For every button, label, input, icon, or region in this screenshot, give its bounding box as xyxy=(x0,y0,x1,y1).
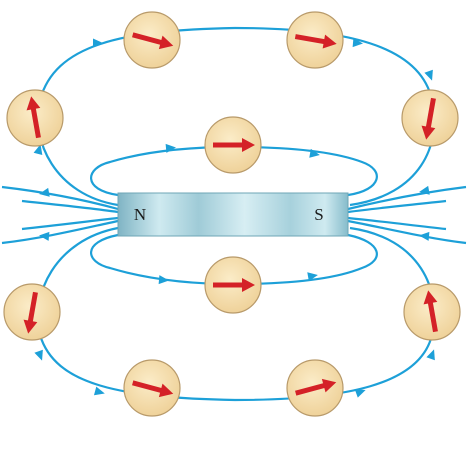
compass-needle-arrow xyxy=(23,291,38,334)
field-direction-arrow xyxy=(39,231,50,241)
compass-needle-arrow xyxy=(423,290,438,333)
field-direction-arrow xyxy=(419,185,430,195)
compass-needle-arrow xyxy=(132,380,174,398)
field-direction-arrow xyxy=(419,231,430,241)
compass-needle-arrow xyxy=(295,378,337,396)
field-direction-arrow xyxy=(33,144,43,156)
field-line-left-1 xyxy=(1,185,119,211)
compass-above-magnet xyxy=(204,116,262,174)
field-direction-arrow xyxy=(309,148,320,158)
field-direction-arrow xyxy=(34,349,43,361)
compass-bottom-right-side xyxy=(403,283,461,341)
south-pole-label: S xyxy=(314,205,323,224)
field-line-outer-bottom xyxy=(36,226,436,402)
compass-needle-arrow xyxy=(132,32,174,50)
compass-needle-arrow xyxy=(421,97,436,140)
field-direction-arrow xyxy=(426,349,435,361)
bar-magnet: N S xyxy=(117,192,349,237)
field-arrows xyxy=(33,38,435,398)
compass-needle-arrow xyxy=(213,138,255,152)
field-line-right-3 xyxy=(347,216,447,231)
compass-bottom-right-lower xyxy=(286,359,344,417)
field-line-right-2 xyxy=(347,199,447,214)
compass-needle-arrow xyxy=(213,278,255,292)
field-direction-arrow xyxy=(307,272,318,282)
field-line-outer-top xyxy=(36,26,436,207)
compass-needle-arrow xyxy=(26,96,41,139)
magnet-body xyxy=(117,192,349,237)
field-line-right-1 xyxy=(347,185,467,211)
field-line-left-2 xyxy=(21,199,119,214)
field-direction-arrow xyxy=(93,38,103,48)
field-direction-arrow xyxy=(165,143,176,153)
field-direction-arrow xyxy=(39,187,50,197)
field-direction-arrow xyxy=(352,38,363,48)
compass-bottom-left-side xyxy=(3,283,61,341)
compass-top-left-upper xyxy=(123,11,181,69)
field-direction-arrow xyxy=(354,389,366,398)
compass-top-right-upper xyxy=(286,11,344,69)
field-direction-arrow xyxy=(158,275,169,285)
compasses xyxy=(3,11,461,417)
field-direction-arrow xyxy=(93,386,105,396)
field-line-left-4 xyxy=(1,219,119,245)
field-direction-arrow xyxy=(424,69,433,81)
compass-top-right-side xyxy=(401,89,459,147)
north-pole-label: N xyxy=(134,205,146,224)
field-line-right-4 xyxy=(347,219,467,245)
compass-needle-arrow xyxy=(294,34,337,49)
field-line-left-3 xyxy=(21,216,119,231)
compass-top-left-side xyxy=(6,89,64,147)
compass-below-magnet xyxy=(204,256,262,314)
compass-bottom-left-lower xyxy=(123,359,181,417)
